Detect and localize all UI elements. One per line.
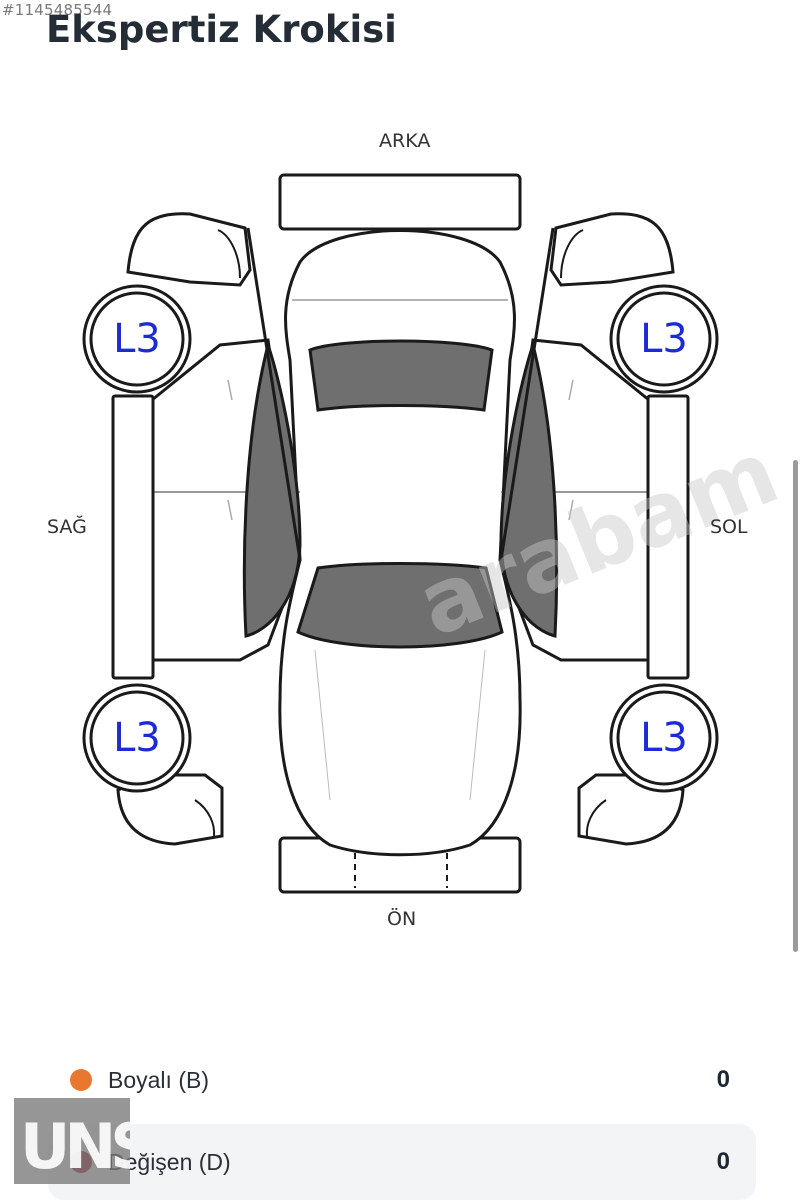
tire-rear-right-label: L3 <box>113 316 161 362</box>
rear-right-fender <box>126 212 252 287</box>
legend-label: Değişen (D) <box>108 1148 231 1175</box>
tire-front-left-label: L3 <box>640 715 688 761</box>
right-side-glass <box>242 339 302 638</box>
rear-bumper <box>278 173 522 231</box>
tire-front-right-label: L3 <box>113 715 161 761</box>
direction-rear-label: ARKA <box>379 130 431 152</box>
page-title: Ekspertiz Krokisi <box>46 8 397 51</box>
legend-item-replaced: Değişen (D) 0 <box>48 1124 756 1200</box>
rear-window <box>308 339 494 412</box>
legend-count: 0 <box>716 1148 730 1175</box>
left-side-glass <box>499 339 559 638</box>
uns-logo: UNS <box>14 1098 157 1184</box>
front-windshield <box>296 562 504 649</box>
scrollbar[interactable] <box>793 460 798 952</box>
legend-count: 0 <box>716 1066 730 1093</box>
tire-rear-left-label: L3 <box>640 316 688 362</box>
direction-front-label: ÖN <box>387 908 417 930</box>
front-left-fender <box>577 773 685 846</box>
painted-dot-icon <box>70 1069 92 1091</box>
front-right-fender <box>116 773 224 846</box>
svg-text:UNS: UNS <box>20 1110 130 1183</box>
direction-right-label: SAĞ <box>47 516 87 538</box>
listing-id: #1145485544 <box>2 1 113 19</box>
uns-logo-icon: UNS <box>20 1110 157 1183</box>
direction-left-label: SOL <box>710 516 748 538</box>
legend-label: Boyalı (B) <box>108 1066 209 1093</box>
rear-left-fender <box>549 212 675 287</box>
car-diagram: arabam <box>82 173 792 894</box>
legend-item-painted: Boyalı (B) 0 <box>48 1042 756 1118</box>
